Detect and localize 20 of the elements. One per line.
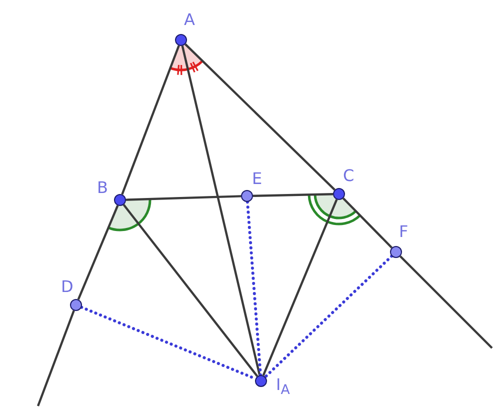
line-segment — [181, 46, 261, 376]
point-label: A — [184, 11, 195, 29]
point-label: F — [399, 223, 408, 241]
line-segment — [122, 204, 258, 377]
point-label: I$_{A}$ — [276, 376, 290, 400]
line-segment — [262, 199, 338, 376]
line-segment — [121, 45, 180, 195]
point-label: E — [252, 170, 262, 188]
line-segment — [36, 310, 75, 406]
point-label: B — [97, 179, 108, 197]
dotted-line — [264, 254, 394, 378]
line-segment — [184, 43, 336, 191]
dotted-line — [246, 200, 262, 377]
line-segment — [252, 193, 334, 197]
line-segment — [126, 195, 242, 201]
line-segment — [77, 205, 119, 300]
point-label: D — [61, 278, 74, 296]
line-segment — [342, 198, 393, 248]
line-segment — [399, 255, 493, 349]
point-label: C — [343, 167, 354, 185]
